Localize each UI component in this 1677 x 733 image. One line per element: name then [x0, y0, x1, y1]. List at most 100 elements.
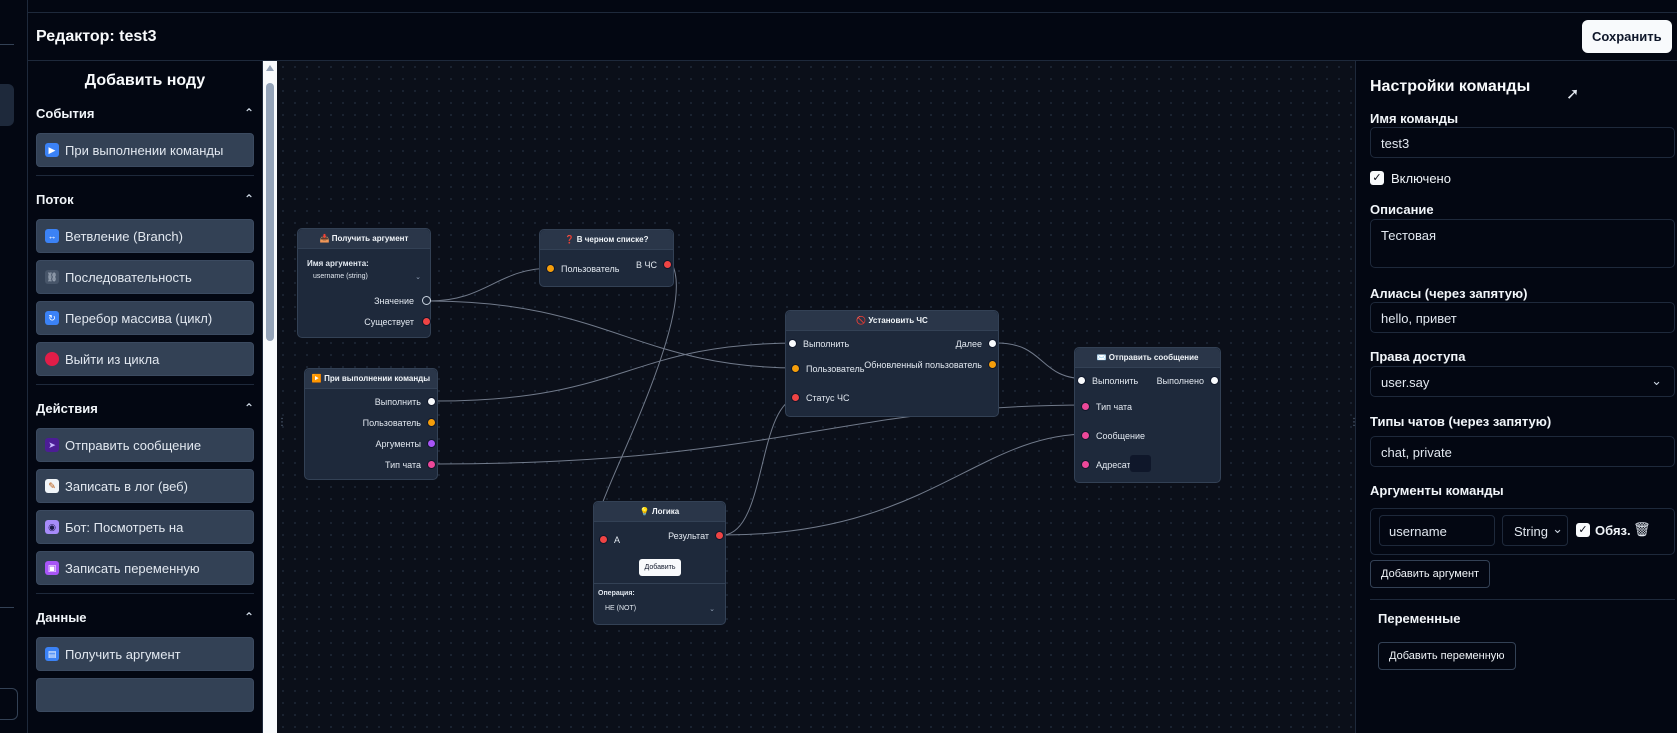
- palette-item-get-argument[interactable]: ▤ Получить аргумент: [36, 637, 254, 671]
- port-out-updated-user[interactable]: [988, 360, 997, 369]
- palette-item-write-variable[interactable]: ▣ Записать переменную: [36, 551, 254, 585]
- chevron-down-icon: ⌄: [1552, 521, 1563, 536]
- permission-select[interactable]: user.say ⌄: [1370, 366, 1675, 397]
- divider: [36, 384, 254, 385]
- operation-select[interactable]: НЕ (NOT)⌄: [605, 605, 715, 613]
- port-in-a[interactable]: [599, 535, 608, 544]
- port-label: Выполнить: [374, 397, 421, 407]
- port-out-blacklisted[interactable]: [663, 260, 672, 269]
- add-input-button[interactable]: Добавить: [639, 559, 681, 576]
- port-out-user[interactable]: [427, 418, 436, 427]
- palette-item-partial[interactable]: [36, 678, 254, 712]
- settings-title: Настройки команды: [1370, 78, 1531, 95]
- port-out-value[interactable]: [422, 296, 431, 305]
- description-textarea[interactable]: Тестовая: [1370, 219, 1675, 268]
- add-variable-button[interactable]: Добавить переменную: [1378, 642, 1516, 670]
- required-checkbox[interactable]: ✓: [1576, 523, 1590, 537]
- node-set-blacklist[interactable]: 🚫 Установить ЧС Выполнить Пользователь С…: [785, 310, 999, 417]
- port-out-args[interactable]: [427, 439, 436, 448]
- chat-types-label: Типы чатов (через запятую): [1370, 414, 1552, 429]
- port-label: Пользователь: [362, 418, 421, 428]
- app-rail: [0, 0, 28, 733]
- port-in-status[interactable]: [791, 393, 800, 402]
- argument-row: username String ⌄ ✓ Обяз. 🗑: [1370, 508, 1675, 555]
- save-button[interactable]: Сохранить: [1582, 20, 1672, 53]
- argument-type-select[interactable]: String ⌄: [1502, 515, 1568, 546]
- port-out-exists[interactable]: [422, 317, 431, 326]
- trash-icon[interactable]: 🗑: [1633, 521, 1651, 537]
- port-label: Выполнено: [1156, 376, 1204, 386]
- graph-canvas[interactable]: 📥 Получить аргумент Имя аргумента: usern…: [277, 61, 1355, 733]
- permission-label: Права доступа: [1370, 349, 1466, 364]
- port-in-user[interactable]: [546, 264, 555, 273]
- rail-button[interactable]: [0, 688, 18, 720]
- add-argument-button[interactable]: Добавить аргумент: [1370, 560, 1491, 588]
- port-in-chat-type[interactable]: [1081, 402, 1090, 411]
- port-label: Обновленный пользователь: [864, 360, 982, 370]
- port-out-chat-type[interactable]: [427, 460, 436, 469]
- palette-item-loop[interactable]: ↻ Перебор массива (цикл): [36, 301, 254, 335]
- top-strip: [28, 0, 1677, 13]
- node-get-argument[interactable]: 📥 Получить аргумент Имя аргумента: usern…: [297, 228, 431, 338]
- send-icon: ➤: [45, 438, 59, 452]
- rail-active-item[interactable]: [0, 84, 14, 126]
- command-settings-panel: Настройки команды ➚ Имя команды test3 ✓ …: [1355, 61, 1677, 733]
- port-in-user[interactable]: [791, 364, 800, 373]
- rail-divider: [0, 44, 14, 45]
- required-label: Обяз.: [1595, 523, 1631, 538]
- enabled-checkbox[interactable]: ✓: [1370, 171, 1384, 185]
- edge-bl-to-logic-a: [598, 263, 677, 514]
- port-out-result[interactable]: [715, 531, 724, 540]
- operation-label: Операция:: [598, 590, 635, 597]
- enabled-label: Включено: [1391, 171, 1451, 186]
- name-input[interactable]: test3: [1370, 127, 1675, 158]
- port-out-exec[interactable]: [427, 397, 436, 406]
- palette-item-break[interactable]: Выйти из цикла: [36, 342, 254, 376]
- port-in-exec[interactable]: [1077, 376, 1086, 385]
- scroll-up-arrow-icon[interactable]: [266, 65, 274, 71]
- port-label: Результат: [668, 531, 709, 541]
- divider: [594, 583, 725, 584]
- node-palette: Добавить ноду События ⌃ ▶ При выполнении…: [28, 61, 263, 733]
- section-header-flow[interactable]: Поток ⌃: [36, 188, 254, 210]
- argument-name-input[interactable]: username: [1379, 515, 1495, 546]
- section-header-actions[interactable]: Действия ⌃: [36, 397, 254, 419]
- palette-item-branch[interactable]: ↔ Ветвление (Branch): [36, 219, 254, 253]
- recipient-input[interactable]: [1130, 455, 1151, 472]
- port-label: Тип чата: [1096, 402, 1133, 412]
- drag-handle-icon[interactable]: ⋮: [277, 417, 287, 428]
- palette-item-sequence[interactable]: ⛓ Последовательность: [36, 260, 254, 294]
- port-out-next[interactable]: [988, 339, 997, 348]
- port-label: Выполнить: [1092, 376, 1139, 386]
- editor-header: Редактор: test3 Сохранить: [28, 13, 1677, 61]
- palette-item-on-command[interactable]: ▶ При выполнении команды: [36, 133, 254, 167]
- port-in-message[interactable]: [1081, 431, 1090, 440]
- edge-value-to-blacklist-user: [428, 267, 554, 302]
- item-label: Ветвление (Branch): [65, 228, 183, 244]
- node-in-blacklist[interactable]: ❓ В черном списке? Пользователь В ЧС: [539, 229, 674, 287]
- palette-scrollbar[interactable]: [263, 61, 277, 733]
- chat-types-input[interactable]: chat, private: [1370, 436, 1675, 467]
- section-label: Действия: [36, 400, 98, 416]
- node-send-message[interactable]: ✉️ Отправить сообщение Выполнить Выполне…: [1074, 347, 1221, 483]
- port-label: Пользователь: [806, 364, 865, 374]
- permission-value: user.say: [1381, 375, 1430, 390]
- drag-handle-icon[interactable]: ⋮: [1349, 417, 1355, 428]
- palette-item-send-message[interactable]: ➤ Отправить сообщение: [36, 428, 254, 462]
- aliases-input[interactable]: hello, привет: [1370, 302, 1675, 333]
- port-label: Значение: [374, 296, 414, 306]
- node-logic[interactable]: 💡 Логика A Результат Добавить Операция: …: [593, 501, 726, 625]
- node-title: ▶️ При выполнении команды: [305, 369, 437, 389]
- scrollbar-thumb[interactable]: [266, 83, 274, 341]
- port-in-recipient[interactable]: [1081, 460, 1090, 469]
- palette-item-bot-look[interactable]: ◉ Бот: Посмотреть на: [36, 510, 254, 544]
- item-label: Получить аргумент: [65, 646, 181, 662]
- palette-item-write-log[interactable]: ✎ Записать в лог (веб): [36, 469, 254, 503]
- section-header-events[interactable]: События ⌃: [36, 102, 254, 124]
- arg-name-select[interactable]: username (string)⌄: [313, 273, 421, 281]
- port-in-exec[interactable]: [788, 339, 797, 348]
- palette-section-data: Данные ⌃ ▤ Получить аргумент: [28, 606, 262, 712]
- node-on-command[interactable]: ▶️ При выполнении команды Выполнить Поль…: [304, 368, 438, 480]
- section-header-data[interactable]: Данные ⌃: [36, 606, 254, 628]
- port-out-done[interactable]: [1210, 376, 1219, 385]
